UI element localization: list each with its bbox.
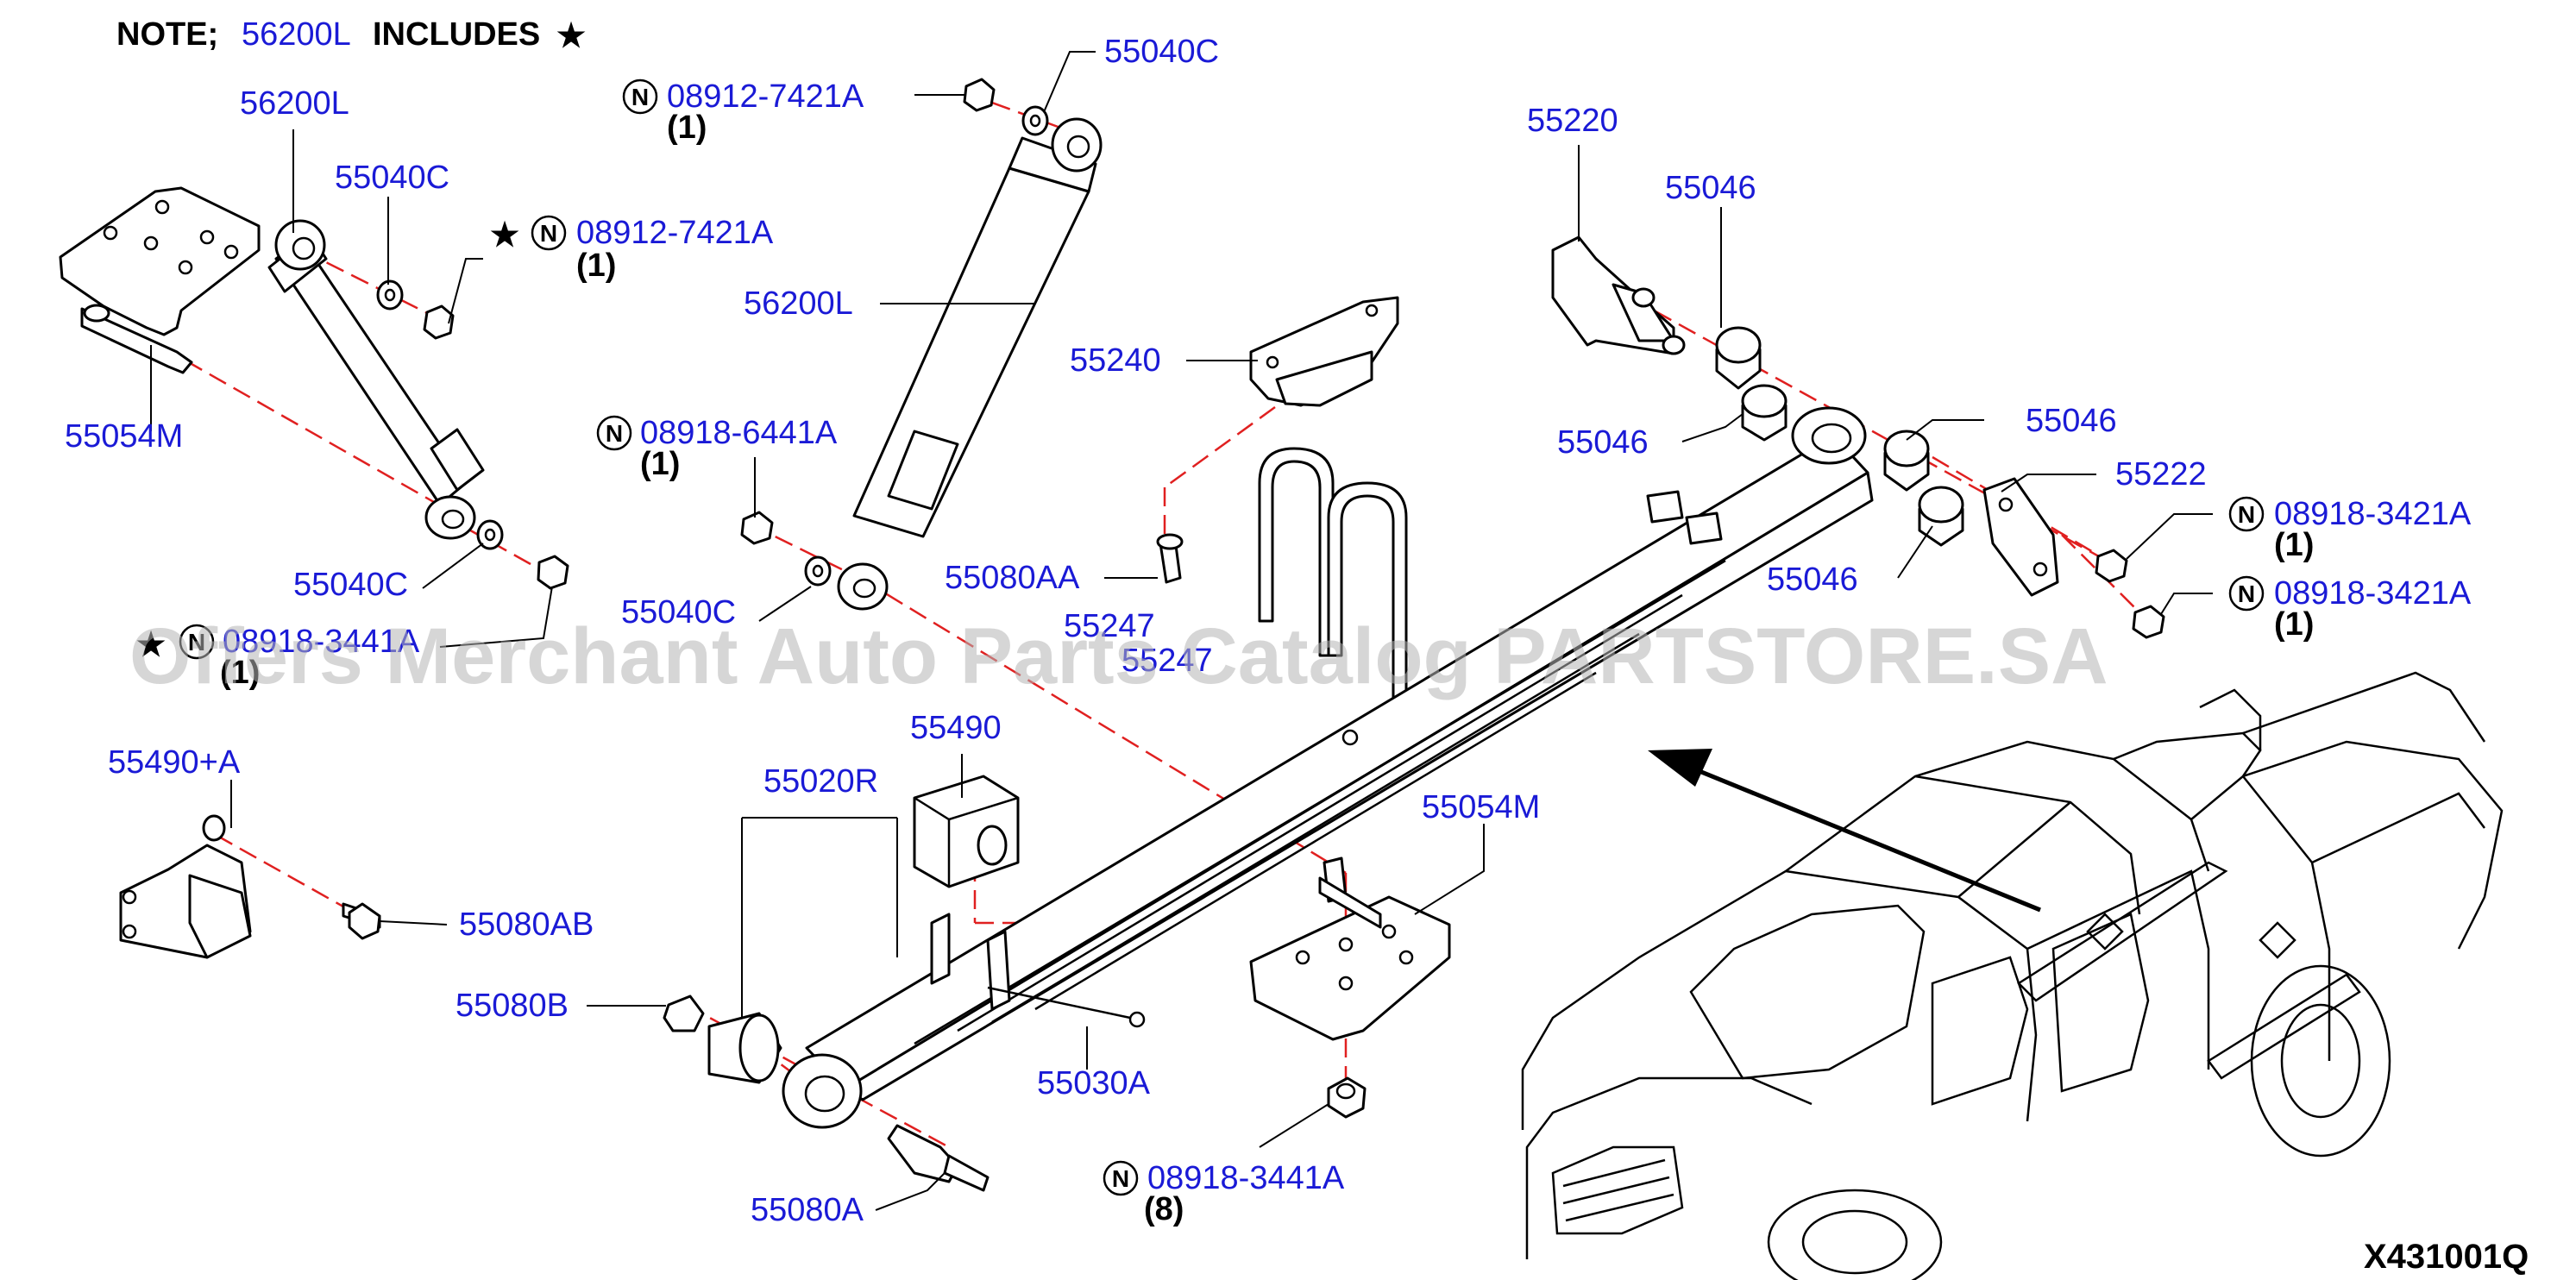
- part-label-08912-7421A[interactable]: 08912-7421A: [576, 215, 774, 251]
- part-label-55222[interactable]: 55222: [2115, 456, 2207, 493]
- quantity-label: (8): [1144, 1191, 1184, 1227]
- spring-clip[interactable]: [930, 913, 1146, 1028]
- part-label-55046[interactable]: 55046: [2026, 403, 2117, 439]
- part-label-55040C[interactable]: 55040C: [293, 567, 408, 603]
- washer-mid[interactable]: [804, 555, 832, 587]
- part-label-55054M[interactable]: 55054M: [65, 418, 183, 455]
- part-label-08918-3441A[interactable]: 08918-3441A: [223, 624, 420, 660]
- quantity-label: (1): [220, 655, 260, 691]
- part-label-08918-6441A[interactable]: 08918-6441A: [640, 415, 838, 451]
- nut-upper-left[interactable]: [423, 304, 455, 340]
- nut-top[interactable]: [963, 78, 996, 112]
- n-marker-icon: N: [606, 420, 623, 447]
- note-prefix: NOTE;: [116, 16, 218, 53]
- part-label-08912-7421A[interactable]: 08912-7421A: [667, 78, 864, 115]
- bump-stop-55490[interactable]: [913, 775, 1020, 888]
- part-label-55040C[interactable]: 55040C: [335, 160, 449, 196]
- part-label-55490-plus-a[interactable]: 55490+A: [108, 744, 241, 781]
- part-label-55054M[interactable]: 55054M: [1422, 789, 1540, 825]
- leaf-spring[interactable]: [782, 406, 1874, 1129]
- n-marker-icon: N: [540, 220, 557, 247]
- n-marker-icon: N: [2238, 501, 2255, 528]
- star-icon: ★: [490, 217, 519, 254]
- part-label-08918-3421A[interactable]: 08918-3421A: [2274, 575, 2472, 612]
- spring-seat-plate[interactable]: [1249, 856, 1451, 1119]
- part-label-56200L[interactable]: 56200L: [240, 85, 349, 122]
- spring-hanger[interactable]: [1551, 235, 1686, 355]
- part-label-55046[interactable]: 55046: [1767, 562, 1858, 598]
- left-shock-assembly: [59, 186, 569, 590]
- part-label-55020R[interactable]: 55020R: [763, 763, 878, 800]
- nut-shackle-a[interactable]: [2095, 549, 2128, 583]
- n-marker-icon: N: [188, 629, 205, 656]
- nut-mid[interactable]: [740, 511, 774, 545]
- front-eye-hardware[interactable]: [663, 995, 990, 1192]
- star-icon: ★: [556, 18, 586, 54]
- part-label-55040C[interactable]: 55040C: [621, 594, 736, 631]
- left-mount-bracket[interactable]: [59, 186, 261, 336]
- part-label-55040C[interactable]: 55040C: [1104, 34, 1219, 70]
- vehicle-illustration: [1521, 671, 2504, 1280]
- center-shock-assembly: [740, 78, 1103, 611]
- bracket-55490-plus-a[interactable]: [119, 814, 381, 959]
- star-icon: ★: [136, 627, 166, 663]
- quantity-label: (1): [640, 446, 680, 482]
- n-marker-icon: N: [631, 84, 649, 110]
- n-markers: N N ★ N N ★ N N N: [136, 78, 2265, 1196]
- part-labels: 56200L 55040C 08912-7421A (1) 55054M 550…: [65, 34, 2472, 1228]
- center-shock-absorber[interactable]: [852, 166, 1090, 538]
- note: NOTE; 56200L INCLUDES ★: [116, 16, 586, 54]
- part-label-55080AB[interactable]: 55080AB: [459, 907, 594, 943]
- note-part-number[interactable]: 56200L: [242, 16, 351, 53]
- part-label-55030A[interactable]: 55030A: [1037, 1065, 1151, 1101]
- part-label-08918-3441A[interactable]: 08918-3441A: [1147, 1160, 1345, 1196]
- quantity-label: (1): [667, 110, 707, 146]
- left-shock-absorber[interactable]: [274, 238, 468, 506]
- quantity-label: (1): [2274, 527, 2314, 563]
- part-label-55247[interactable]: 55247: [1122, 643, 1213, 679]
- note-suffix: INCLUDES: [373, 16, 540, 53]
- n-marker-icon: N: [1112, 1165, 1129, 1192]
- part-label-55220[interactable]: 55220: [1527, 103, 1618, 139]
- washer-upper-left[interactable]: [376, 279, 404, 311]
- part-label-56200L[interactable]: 56200L: [744, 285, 853, 322]
- nut-shackle-b[interactable]: [2132, 605, 2165, 639]
- diagram-code: X431001Q: [2364, 1238, 2529, 1276]
- part-label-55080AA[interactable]: 55080AA: [945, 560, 1080, 596]
- bump-stop-bracket[interactable]: [1156, 296, 1399, 584]
- shackle-plate[interactable]: [1982, 477, 2165, 639]
- location-arrow-shaft: [1690, 765, 2041, 913]
- bolt-55080ab[interactable]: [348, 902, 381, 940]
- part-label-55046[interactable]: 55046: [1557, 424, 1649, 461]
- part-label-55046[interactable]: 55046: [1665, 170, 1756, 206]
- part-label-55490[interactable]: 55490: [910, 710, 1002, 746]
- location-arrow-head: [1648, 749, 1712, 787]
- washer-top[interactable]: [1021, 105, 1049, 136]
- leader-lines: [150, 51, 2213, 1211]
- nut-lower-left[interactable]: [537, 555, 569, 590]
- part-label-55080A[interactable]: 55080A: [751, 1192, 864, 1228]
- part-label-55247[interactable]: 55247: [1064, 608, 1155, 644]
- n-marker-icon: N: [2238, 580, 2255, 607]
- part-label-08918-3421A[interactable]: 08918-3421A: [2274, 496, 2472, 532]
- part-label-55240[interactable]: 55240: [1070, 342, 1161, 379]
- part-label-55080B[interactable]: 55080B: [456, 988, 569, 1024]
- bushings[interactable]: [1715, 326, 1964, 547]
- quantity-label: (1): [2274, 606, 2314, 643]
- quantity-label: (1): [576, 248, 616, 284]
- washer-lower-left[interactable]: [476, 519, 504, 550]
- watermark: Offers Merchant Auto Parts Catalog PARTS…: [129, 612, 2108, 700]
